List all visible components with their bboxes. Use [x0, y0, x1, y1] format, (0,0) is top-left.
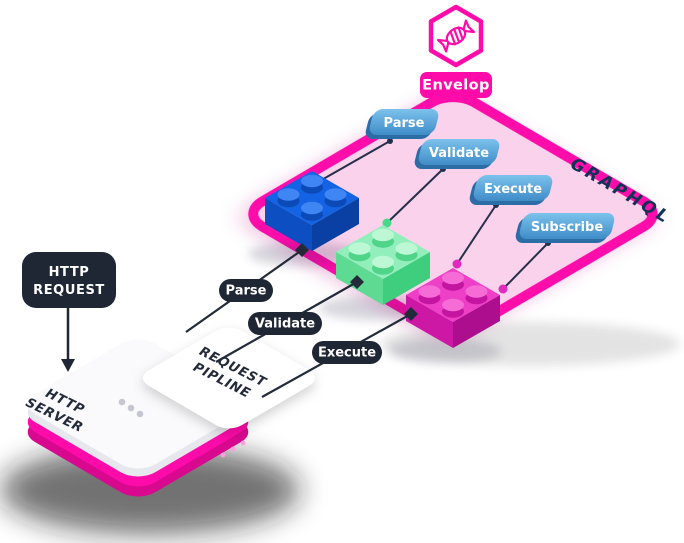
board-edge-nodes — [295, 243, 418, 321]
edge-node — [350, 275, 364, 289]
server-vent-dots — [118, 398, 144, 418]
tab-top-face — [519, 213, 615, 239]
plugin-connectors — [317, 140, 549, 290]
stage-pill-label: Validate — [255, 317, 315, 332]
connector-dot — [387, 138, 393, 144]
tab-top-face — [418, 139, 500, 165]
stage-pill-validate: Validate — [248, 312, 322, 335]
stage-pill-parse: Parse — [219, 279, 273, 302]
http-request-line2: REQUEST — [33, 283, 105, 298]
lego-brick-blue — [265, 171, 359, 251]
brick-right-face — [312, 198, 359, 251]
brick-studs — [418, 271, 488, 318]
tab-label: Subscribe — [531, 220, 604, 235]
plugin-tab-validate: Validate — [414, 139, 500, 169]
connector-line — [456, 204, 497, 265]
tab-top-face — [369, 109, 439, 135]
brick-left-face — [265, 198, 312, 251]
brick-right-face — [383, 252, 430, 305]
tab-label: Parse — [384, 116, 425, 131]
lego-brick-magenta — [406, 268, 500, 348]
tab-label: Execute — [484, 182, 542, 197]
connector-line — [317, 140, 391, 183]
request-pipeline-card — [143, 327, 315, 429]
edge-node — [295, 243, 309, 257]
arrowhead-icon — [61, 359, 75, 372]
brick-right-face — [453, 295, 500, 348]
connector-dot-green — [382, 218, 392, 228]
connector-dot-magenta — [498, 284, 508, 294]
request-arrow — [61, 308, 75, 372]
http-request-line1: HTTP — [49, 265, 90, 280]
connector-line — [502, 242, 549, 290]
tab-label: Validate — [429, 146, 489, 161]
tab-top-face — [473, 175, 553, 201]
stage-pill-execute: Execute — [312, 341, 382, 364]
stage-pill-label: Execute — [318, 346, 376, 361]
candy-icon — [436, 19, 476, 53]
edge-node — [404, 307, 418, 321]
plugin-tab-subscribe: Subscribe — [515, 213, 615, 243]
brick-shadow — [319, 296, 431, 320]
lego-brick-green — [336, 225, 430, 305]
brick-studs — [277, 174, 347, 221]
stage-pill-label: Parse — [226, 284, 267, 299]
envelop-label-pill: Envelop — [420, 72, 492, 98]
envelop-label: Envelop — [422, 78, 490, 94]
connector-dot-magenta — [452, 259, 462, 269]
brick-shadow — [389, 339, 501, 363]
plugin-tab-parse: Parse — [365, 109, 439, 139]
plugin-tab-execute: Execute — [469, 175, 553, 205]
http-request-box: HTTP REQUEST — [22, 252, 116, 308]
envelop-logo — [428, 4, 484, 68]
brick-studs — [348, 228, 418, 275]
server-led-dots — [220, 440, 246, 458]
brick-left-face — [406, 295, 453, 348]
connector-line — [386, 168, 444, 224]
